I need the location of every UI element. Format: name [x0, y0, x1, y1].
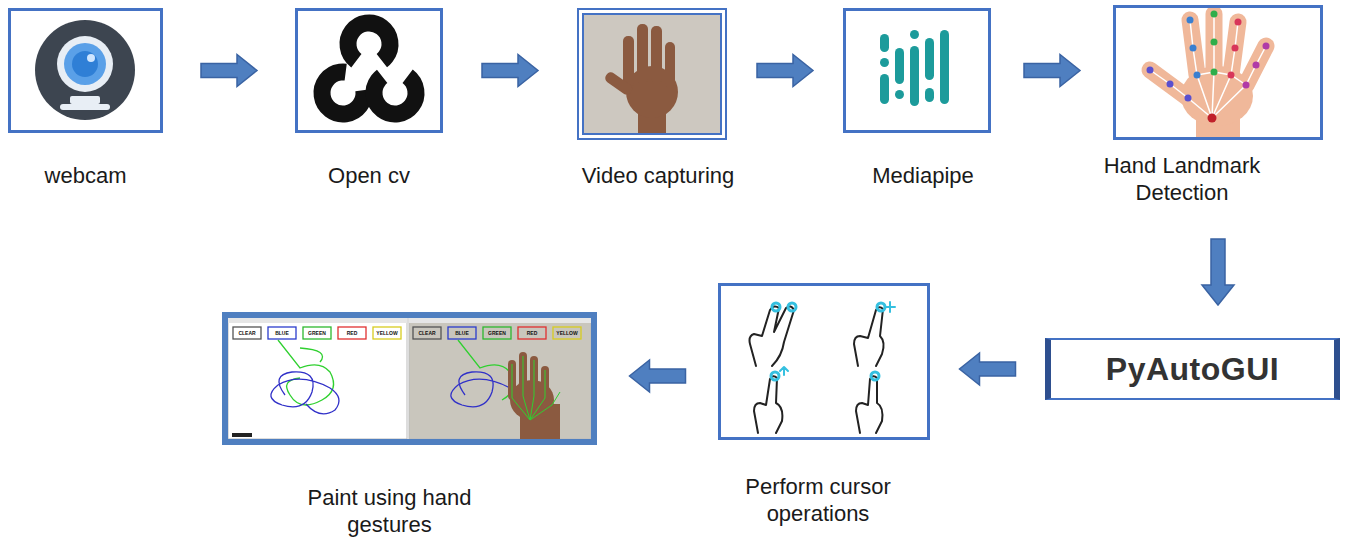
process-node: webcam — [8, 8, 163, 133]
process-node: Perform cursor operations — [718, 283, 930, 440]
image-frame — [718, 283, 930, 440]
step-caption: Paint using hand gestures — [285, 484, 495, 538]
step-caption: Mediapipe — [833, 162, 1013, 189]
button-label: YELLOW — [373, 327, 401, 339]
image-frame — [577, 8, 727, 140]
image-frame — [8, 8, 163, 133]
paint-screenshot — [228, 318, 591, 439]
step-caption: Perform cursor operations — [718, 473, 918, 527]
hand-landmark-picture — [1147, 11, 1270, 139]
button-label: GREEN — [303, 327, 331, 339]
process-node: Open cv — [295, 8, 443, 133]
flow-arrow — [1202, 239, 1234, 305]
mediapipe-logo — [880, 30, 949, 106]
flow-arrow — [960, 353, 1016, 385]
image-frame — [1113, 5, 1323, 140]
step-caption: webcam — [0, 162, 176, 189]
flow-arrow — [1024, 55, 1080, 87]
process-node: Mediapipe — [843, 8, 991, 133]
button-label: BLUE — [448, 327, 476, 339]
box-label: PyAutoGUI — [1106, 351, 1279, 388]
hand-photo — [584, 15, 720, 133]
step-caption: Video capturing — [548, 162, 768, 189]
process-node: PyAutoGUI — [1045, 338, 1340, 400]
step-caption: Hand Landmark Detection — [1082, 152, 1282, 206]
process-node: Video capturing — [577, 8, 727, 140]
webcam-icon — [35, 20, 135, 120]
image-frame — [295, 8, 443, 133]
process-node: Hand Landmark Detection — [1113, 5, 1323, 140]
flow-arrow — [482, 55, 538, 87]
button-label: RED — [338, 327, 366, 339]
flow-arrow — [201, 55, 257, 87]
button-label: CLEAR — [413, 327, 441, 339]
opencv-logo — [319, 15, 424, 123]
flow-arrow — [757, 55, 813, 87]
button-label: GREEN — [483, 327, 511, 339]
button-label: CLEAR — [233, 327, 261, 339]
gesture-icons — [750, 302, 896, 433]
flow-arrow — [630, 360, 686, 392]
button-label: RED — [518, 327, 546, 339]
step-caption: Open cv — [279, 162, 459, 189]
button-label: BLUE — [268, 327, 296, 339]
image-frame: PyAutoGUI — [1045, 338, 1340, 400]
button-label: YELLOW — [553, 327, 581, 339]
image-frame — [843, 8, 991, 133]
